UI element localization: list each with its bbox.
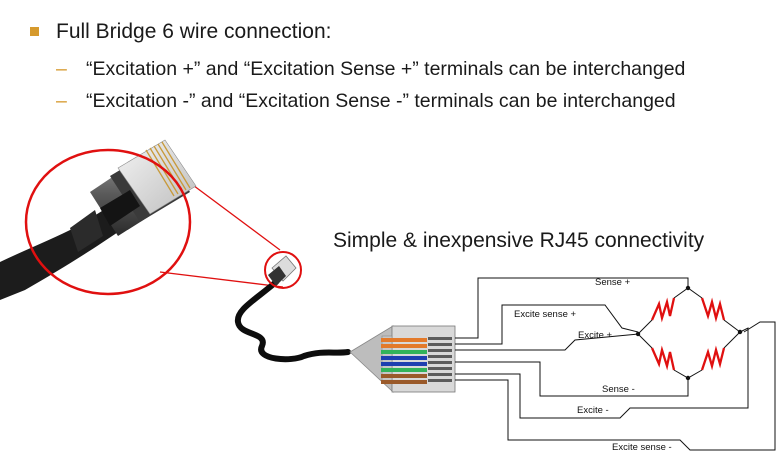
dash-icon: –: [56, 90, 67, 112]
label-excite-sense-plus: Excite sense +: [514, 309, 576, 320]
label-sense-plus: Sense +: [595, 277, 631, 288]
rj45-closeup-image: [0, 139, 197, 300]
dash-icon: –: [56, 58, 67, 80]
wheatstone-bridge: [635, 285, 743, 381]
resistor-zigzags: [650, 297, 726, 371]
bullet-main-text: Full Bridge 6 wire connection:: [56, 20, 332, 43]
ethernet-cable: [234, 279, 351, 363]
rj45-small-plug: [268, 255, 297, 286]
subitem-text: “Excitation +” and “Excitation Sense +” …: [86, 58, 686, 80]
resistor-top-right: [700, 297, 726, 323]
resistor-bottom-right: [700, 345, 726, 371]
label-excite-sense-minus: Excite sense -: [612, 442, 672, 453]
highlight-circle-small: [264, 251, 302, 289]
wiring-lines: [455, 277, 776, 451]
label-excite-plus: Excite +: [578, 330, 613, 341]
highlight-circle-large: [24, 148, 192, 296]
rj45-terminal-adapter: [349, 325, 456, 393]
subitem-text: “Excitation -” and “Excitation Sense -” …: [86, 90, 676, 112]
label-excite-minus: Excite -: [577, 405, 609, 416]
diagram-caption: Simple & inexpensive RJ45 connectivity: [333, 229, 705, 252]
zoom-line-bottom: [159, 271, 284, 288]
resistor-top-left: [650, 297, 676, 323]
bullet-square-icon: [30, 27, 39, 36]
resistor-bottom-left: [650, 345, 676, 371]
label-sense-minus: Sense -: [602, 384, 635, 395]
